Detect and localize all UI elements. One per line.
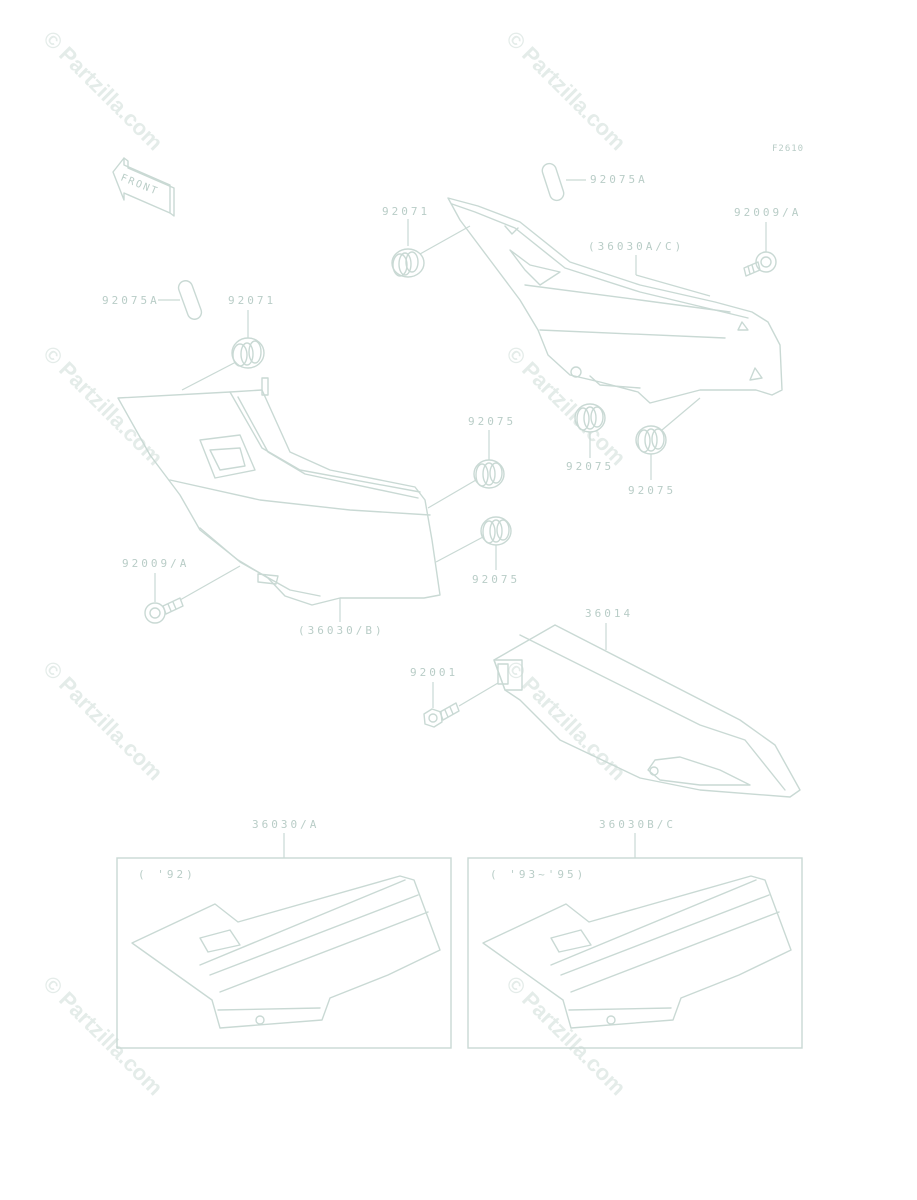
callout-92075-left-1: 92075 — [468, 415, 516, 428]
callout-36030a: 36030/A — [252, 818, 319, 831]
figure-code: F2610 — [772, 144, 804, 154]
callout-36014: 36014 — [585, 607, 633, 620]
watermark-text: © Partzilla.com — [38, 656, 167, 785]
watermark-text: © Partzilla.com — [501, 656, 630, 785]
bolt-92001 — [423, 702, 460, 728]
pin-92075a-left — [177, 280, 203, 320]
front-arrow-icon: FRONT — [112, 157, 175, 217]
bolt-92009a-right — [743, 251, 777, 277]
grommet-92071-left — [231, 337, 265, 369]
grommet-92071-right — [391, 248, 425, 278]
watermark-text: © Partzilla.com — [501, 26, 630, 155]
inset-36030a-cover — [131, 875, 441, 1029]
watermark-text: © Partzilla.com — [38, 26, 167, 155]
callout-92009a-left: 92009/A — [122, 557, 189, 570]
callout-36030ac: (36030A/C) — [588, 240, 684, 253]
watermark-text: © Partzilla.com — [501, 971, 630, 1100]
left-side-cover — [117, 377, 441, 606]
watermark-text: © Partzilla.com — [38, 971, 167, 1100]
pin-92075a-top — [541, 162, 565, 202]
callout-36030b: (36030/B) — [298, 624, 385, 637]
inset-right-year-label: ( '93~'95) — [490, 868, 586, 881]
grommet-92075-right-2 — [635, 425, 667, 455]
callout-92071-left: 92071 — [228, 294, 276, 307]
callout-92075a-top: 92075A — [590, 173, 648, 186]
grommet-92075-left-2 — [480, 516, 512, 546]
grommet-92075-left-1 — [473, 459, 505, 489]
bolt-92009a-left — [144, 597, 184, 624]
inset-36030bc-box — [467, 857, 803, 1049]
callout-36030bc: 36030B/C — [599, 818, 676, 831]
tail-cover-36014 — [493, 624, 801, 798]
inset-left-year-label: ( '92) — [138, 868, 196, 881]
grommet-92075-right-1 — [574, 403, 606, 433]
callout-92075-right-2: 92075 — [628, 484, 676, 497]
callout-92075-right-1: 92075 — [566, 460, 614, 473]
callout-92075a-left: 92075A — [102, 294, 160, 307]
inset-36030bc-cover — [482, 875, 792, 1029]
watermark-text: © Partzilla.com — [501, 341, 630, 470]
callout-92001: 92001 — [410, 666, 458, 679]
inset-36030a-box — [116, 857, 452, 1049]
callout-92009a-right: 92009/A — [734, 206, 801, 219]
callout-92075-left-2: 92075 — [472, 573, 520, 586]
right-side-cover — [447, 197, 783, 404]
callout-92071-right: 92071 — [382, 205, 430, 218]
